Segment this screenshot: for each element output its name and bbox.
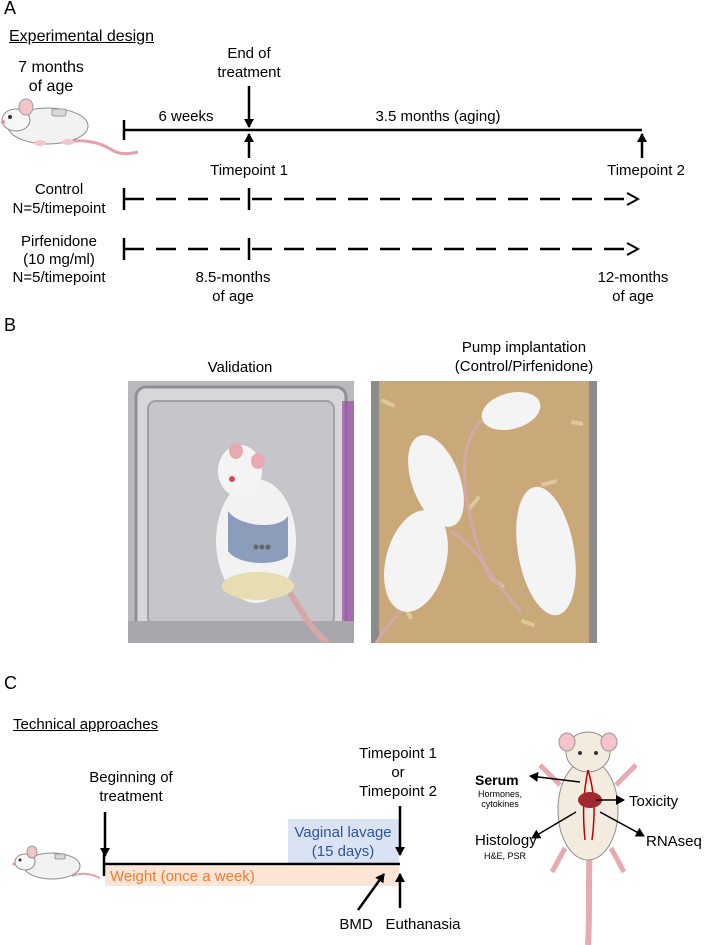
mouse-icon-c (13, 846, 101, 879)
bmd-arrow (358, 874, 384, 910)
rat-anatomy-figure (540, 732, 636, 945)
